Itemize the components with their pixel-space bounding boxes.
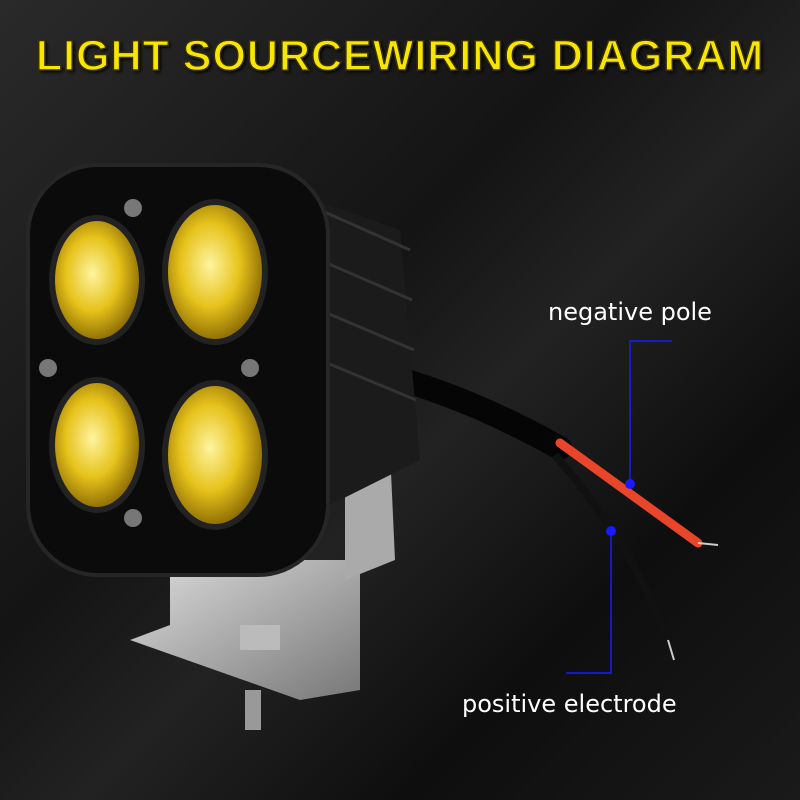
black-wire: [552, 452, 672, 642]
positive-dot: [606, 526, 616, 536]
callout-negative: [629, 340, 672, 484]
lens: [162, 380, 268, 530]
lens: [162, 199, 268, 345]
positive-electrode-label: positive electrode: [462, 690, 677, 718]
screws: [39, 199, 259, 527]
lens: [49, 215, 145, 345]
page-title: LIGHT SOURCEWIRING DIAGRAM: [35, 31, 765, 81]
callout-positive: [566, 531, 612, 674]
lens: [49, 377, 145, 513]
negative-dot: [625, 479, 635, 489]
negative-pole-label: negative pole: [548, 298, 712, 326]
red-wire: [555, 438, 703, 548]
